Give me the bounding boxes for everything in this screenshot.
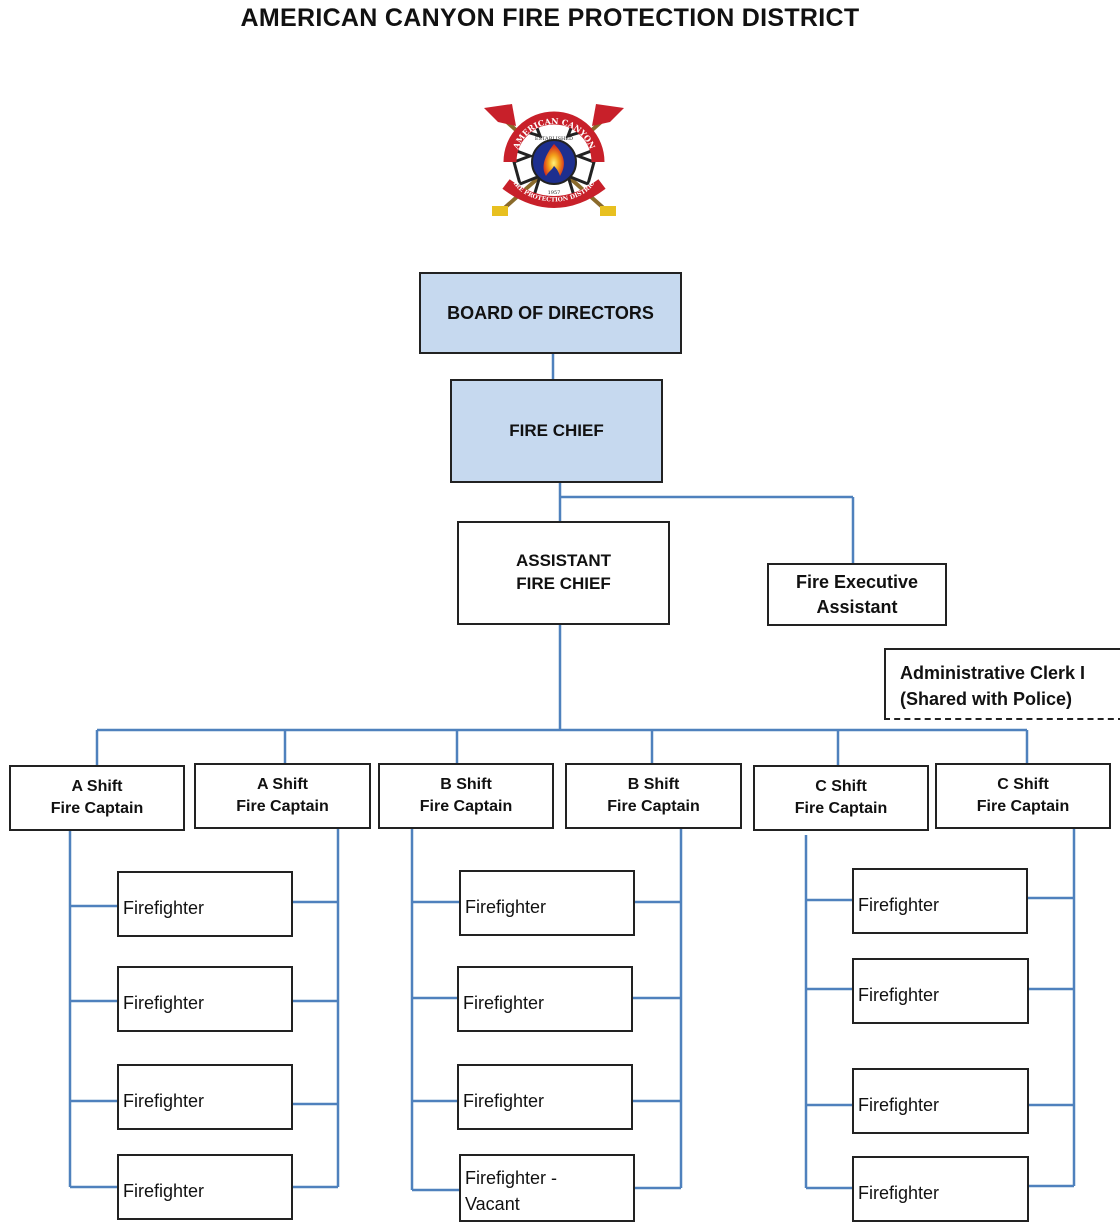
firefighter-box: Firefighter [459,870,635,936]
captain-shift-label: B Shift [627,776,680,794]
captain-shift-label: A Shift [71,778,123,796]
firefighter-box: Firefighter [457,966,633,1032]
captain-shift-label: A Shift [257,776,308,794]
fire-executive-assistant-label-line2: Assistant [816,596,898,617]
firefighter-vacant-label-line1: Firefighter - [465,1167,558,1188]
firefighter-label: Firefighter [123,1180,205,1201]
captain-box-a-shift-1: A Shift Fire Captain [9,765,185,831]
captain-title-label: Fire Captain [607,798,700,815]
firefighter-label: Firefighter [123,1090,205,1111]
firefighter-label: Firefighter [123,897,205,918]
administrative-clerk-label-line2: (Shared with Police) [900,689,1073,710]
captain-title-label: Fire Captain [50,800,144,817]
fire-chief-box: FIRE CHIEF [450,379,663,483]
firefighter-label: Firefighter [463,1090,545,1111]
firefighter-vacant-box: Firefighter - Vacant [459,1154,635,1222]
captain-shift-label: B Shift [440,776,492,794]
administrative-clerk-label-line1: Administrative Clerk I [900,663,1086,683]
svg-text:1957: 1957 [548,190,561,196]
firefighter-box: Firefighter [117,1154,293,1220]
firefighter-box: Firefighter [117,871,293,937]
board-of-directors-label: BOARD OF DIRECTORS [447,302,654,323]
captain-title-label: Fire Captain [236,798,329,815]
captain-title-label: Fire Captain [419,798,513,815]
captain-shift-label: C Shift [815,778,867,796]
firefighter-box: Firefighter [852,1156,1029,1222]
fire-executive-assistant-label-line1: Fire Executive [795,572,919,593]
firefighter-box: Firefighter [852,958,1029,1024]
firefighter-box: Firefighter [457,1064,633,1130]
firefighter-box: Firefighter [117,966,293,1032]
firefighter-label: Firefighter [123,992,205,1013]
captain-box-a-shift-2: A Shift Fire Captain [194,763,371,829]
fire-district-badge-icon: AMERICAN CANYON FIRE PROTECTION DISTRICT… [476,100,624,216]
captain-box-b-shift-1: B Shift Fire Captain [378,763,554,829]
assistant-fire-chief-label-line2: FIRE CHIEF [516,574,611,593]
firefighter-box: Firefighter [117,1064,293,1130]
firefighter-label: Firefighter [858,1094,940,1115]
firefighter-box: Firefighter [852,1068,1029,1134]
captain-shift-label: C Shift [997,776,1049,794]
board-of-directors-box: BOARD OF DIRECTORS [419,272,682,354]
firefighter-label: Firefighter [858,894,940,915]
firefighter-vacant-label-line2: Vacant [465,1194,520,1214]
captain-box-b-shift-2: B Shift Fire Captain [565,763,742,829]
captain-title-label: Fire Captain [976,798,1070,815]
fire-chief-label: FIRE CHIEF [509,420,604,440]
svg-text:ESTABLISHED: ESTABLISHED [535,136,573,142]
fire-executive-assistant-box: Fire Executive Assistant [767,563,947,626]
firefighter-label: Firefighter [858,984,940,1005]
firefighter-label: Firefighter [858,1182,940,1203]
firefighter-label: Firefighter [463,992,545,1013]
captain-box-c-shift-1: C Shift Fire Captain [753,765,929,831]
firefighter-box: Firefighter [852,868,1028,934]
captain-box-c-shift-2: C Shift Fire Captain [935,763,1111,829]
assistant-fire-chief-box: ASSISTANT FIRE CHIEF [457,521,670,625]
captain-title-label: Fire Captain [794,800,888,817]
firefighter-label: Firefighter [465,896,547,917]
administrative-clerk-box: Administrative Clerk I (Shared with Poli… [884,648,1120,720]
page-title: AMERICAN CANYON FIRE PROTECTION DISTRICT [240,4,860,32]
assistant-fire-chief-label-line1: ASSISTANT [515,551,612,571]
